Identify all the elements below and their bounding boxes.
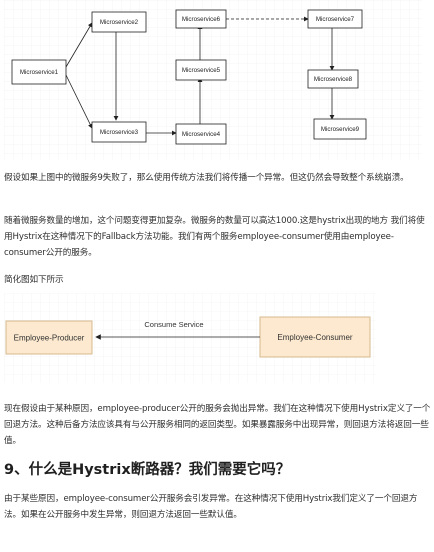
svg-text:Employee-Consumer: Employee-Consumer	[277, 333, 352, 342]
paragraph-hystrix-intro: 随着微服务数量的增加，这个问题变得更加复杂。微服务的数量可以高达1000.这是h…	[4, 216, 425, 258]
node-ms2: Microservice2	[91, 11, 147, 33]
consume-service-label: Consume Service	[144, 320, 203, 329]
consumer-producer-diagram: Employee-Producer Employee-Consumer Cons…	[4, 293, 376, 383]
node-ms5: Microservice5	[175, 59, 227, 81]
node-ms4: Microservice4	[175, 123, 227, 145]
node-label: Microservice8	[314, 76, 353, 83]
producer-node: Employee-Producer	[5, 320, 93, 355]
node-ms7: Microservice7	[307, 9, 363, 29]
consumer-node: Employee-Consumer	[259, 316, 371, 358]
node-label: Microservice2	[100, 19, 139, 26]
node-label: Microservice6	[182, 16, 221, 23]
node-ms3: Microservice3	[91, 121, 147, 143]
paragraph-default-value: 由于某些原因，employee-consumer公开服务会引发异常。在这种情况下…	[4, 494, 418, 520]
node-label: Microservice5	[182, 67, 221, 74]
node-label: Microservice7	[316, 16, 355, 23]
section-heading: 9、什么是Hystrix断路器？我们需要它吗？	[4, 462, 291, 478]
paragraph-failure-example: 假设如果上图中的微服务9失败了，那么使用传统方法我们将传播一个异常。但这仍然会导…	[4, 173, 409, 183]
node-ms8: Microservice8	[307, 69, 359, 89]
node-ms6: Microservice6	[175, 9, 227, 29]
node-label: Microservice3	[100, 129, 139, 136]
paragraph-fallback-explanation: 现在假设由于某种原因，employee-producer公开的服务会抛出异常。我…	[4, 404, 431, 446]
node-ms1: Microservice1	[11, 59, 67, 85]
node-label: Microservice9	[321, 126, 360, 133]
svg-text:Employee-Producer: Employee-Producer	[14, 334, 85, 343]
node-label: Microservice1	[20, 69, 59, 76]
paragraph-simplified-diagram: 简化图如下所示	[4, 275, 64, 285]
node-ms9: Microservice9	[313, 118, 367, 140]
node-label: Microservice4	[182, 131, 221, 138]
